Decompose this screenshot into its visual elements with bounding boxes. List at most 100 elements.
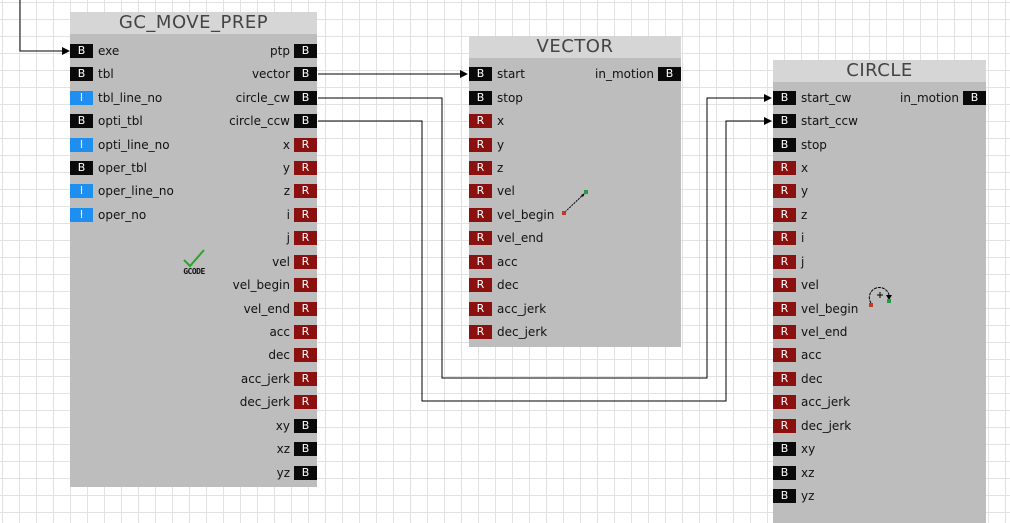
pin-label: z bbox=[801, 208, 808, 222]
circle-block[interactable]: CIRCLE bbox=[773, 60, 986, 523]
pin-type-badge: R bbox=[469, 138, 492, 152]
pin-type-badge: I bbox=[70, 91, 93, 105]
pin-type-badge: R bbox=[469, 208, 492, 222]
pin-type-badge: R bbox=[773, 372, 796, 386]
pin-label: vel bbox=[497, 184, 515, 198]
pin-label: xz bbox=[276, 442, 290, 456]
pin-type-badge: R bbox=[773, 278, 796, 292]
vector-motion-icon bbox=[560, 188, 590, 218]
pin-type-badge: B bbox=[70, 114, 93, 128]
pin-label: start_ccw bbox=[801, 114, 858, 128]
pin-label: vel bbox=[272, 255, 290, 269]
pin-type-badge: I bbox=[70, 208, 93, 222]
pin-type-badge: B bbox=[773, 489, 796, 503]
pin-type-badge: R bbox=[773, 325, 796, 339]
pin-label: oper_line_no bbox=[98, 184, 174, 198]
pin-type-badge: R bbox=[773, 208, 796, 222]
pin-type-badge: R bbox=[469, 184, 492, 198]
gc-move-prep-block[interactable]: GC_MOVE_PREP bbox=[70, 12, 317, 487]
pin-type-badge: B bbox=[294, 442, 317, 456]
pin-label: vector bbox=[251, 67, 290, 81]
pin-label: oper_no bbox=[98, 208, 147, 222]
pin-label: xz bbox=[801, 466, 815, 480]
pin-label: dec_jerk bbox=[801, 419, 852, 433]
pin-label: vel_end bbox=[243, 302, 290, 316]
wire-arrow-vector-start bbox=[460, 70, 468, 78]
circle-motion-icon bbox=[864, 282, 896, 312]
pin-type-badge: R bbox=[469, 302, 492, 316]
pin-type-badge: B bbox=[70, 44, 93, 58]
pin-type-badge: R bbox=[294, 231, 317, 245]
pin-label: x bbox=[282, 138, 290, 152]
pin-type-badge: I bbox=[70, 184, 93, 198]
pin-label: acc bbox=[269, 325, 290, 339]
pin-label: y bbox=[497, 138, 505, 152]
pin-type-badge: R bbox=[773, 255, 796, 269]
wire-arrow-gc-exe bbox=[62, 47, 70, 55]
pin-type-badge: R bbox=[773, 231, 796, 245]
pin-label: acc_jerk bbox=[240, 372, 290, 386]
wire-to-gc-exe bbox=[19, 0, 64, 52]
pin-type-badge: R bbox=[469, 161, 492, 175]
